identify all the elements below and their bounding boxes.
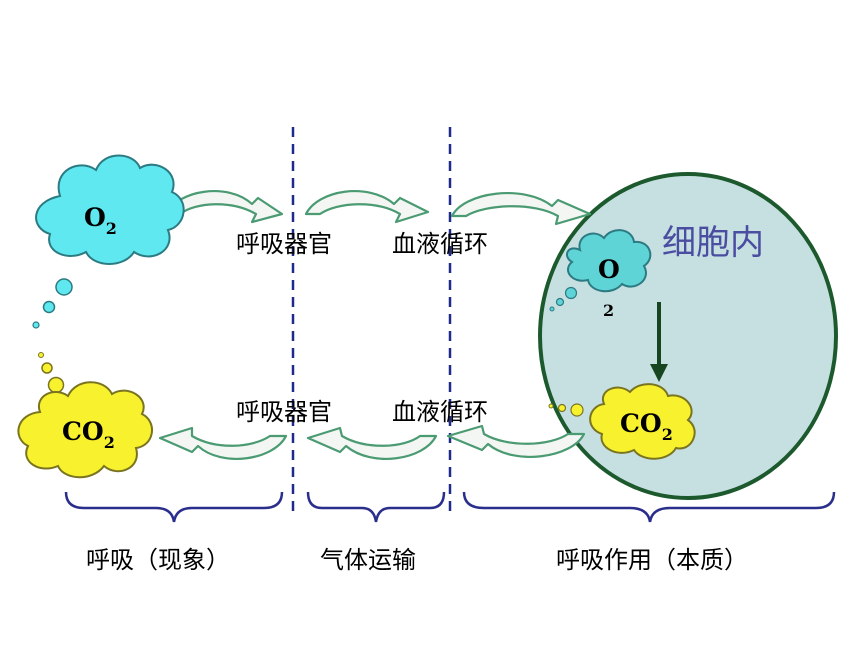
bracket-right [462, 491, 836, 523]
label-bottom-blood: 血液循环 [392, 398, 488, 426]
top-arrow-2 [304, 190, 430, 224]
bracket-middle [306, 491, 446, 523]
o2-cloud-inside: O 2 [565, 229, 652, 320]
co2-cloud-inside: CO2 [589, 383, 696, 460]
o2-inside-sub: 2 [603, 301, 614, 320]
bubble-trail-inside-o2 [549, 286, 578, 312]
section-right-label: 呼吸作用（本质） [556, 546, 748, 574]
o2-inside-base: O [598, 255, 620, 284]
co2-cloud-outside: CO2 [17, 381, 153, 479]
top-arrow-3 [450, 192, 592, 226]
bracket-left [64, 491, 284, 523]
co2-inside-text: CO2 [620, 409, 673, 444]
co2-outside-text: CO2 [62, 417, 115, 452]
bubble-trail-left [32, 278, 73, 394]
bottom-arrow-2 [306, 426, 438, 460]
cell-title: 细胞内 [662, 223, 764, 263]
bubble-trail-inside-co2 [548, 403, 584, 417]
top-arrow-1 [164, 190, 284, 224]
section-left-label: 呼吸（现象） [86, 546, 230, 574]
down-arrow-icon [650, 302, 668, 382]
label-top-blood: 血液循环 [392, 230, 488, 258]
label-bottom-organ: 呼吸器官 [236, 398, 332, 426]
o2-cloud-outside: O2 [35, 154, 185, 265]
section-middle-label: 气体运输 [320, 546, 416, 574]
o2-outside-text: O2 [84, 203, 117, 238]
bottom-arrow-1 [158, 426, 288, 460]
bottom-arrow-3 [446, 424, 586, 458]
label-top-organ: 呼吸器官 [236, 230, 332, 258]
